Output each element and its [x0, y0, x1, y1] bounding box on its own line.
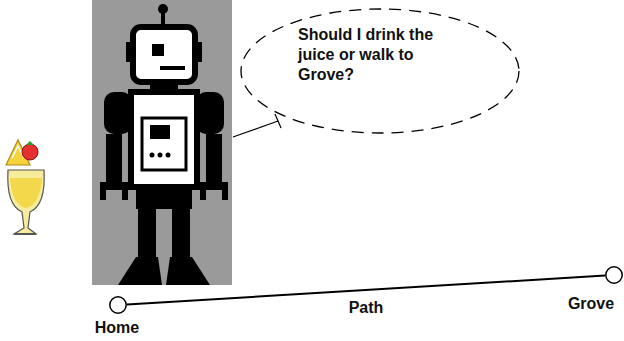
robot-head: [133, 27, 195, 82]
bubble-pointer: [233, 114, 281, 137]
node-outline: [109, 296, 127, 314]
strawberry: [22, 144, 38, 160]
robot-mouth: [160, 66, 185, 70]
juice-glass: [6, 140, 44, 234]
edge-label: Path: [349, 298, 384, 318]
robot-button: [158, 153, 163, 158]
glass-foot: [14, 233, 36, 235]
robot-panel: [142, 118, 186, 170]
antenna-tip: [158, 4, 168, 14]
robot: [92, 0, 232, 285]
robot-shoulder: [196, 92, 224, 134]
glass-body: [8, 170, 44, 234]
robot-ear: [194, 42, 202, 62]
bubble-text: Should I drink the juice or walk to Grov…: [298, 25, 463, 85]
leader-tick: [275, 114, 281, 128]
robot-leg: [138, 209, 156, 257]
point-circle: [110, 297, 126, 313]
robot-arm: [106, 134, 122, 182]
robot-button: [150, 153, 155, 158]
robot-background: [92, 0, 232, 285]
robot-body: [131, 92, 197, 187]
robot-foot: [166, 257, 210, 285]
robot-ear: [126, 42, 134, 62]
robot-button: [166, 153, 171, 158]
strawberry-leaf: [26, 141, 34, 145]
robot-shoulder: [104, 92, 132, 134]
robot-screen: [150, 125, 170, 139]
bubble-ellipse: [241, 9, 519, 133]
robot-eye: [152, 44, 164, 56]
robot-leg: [172, 209, 190, 257]
node-outline: [605, 266, 623, 284]
robot-foot: [118, 257, 162, 285]
robot-arm: [206, 134, 222, 182]
speech-bubble: Should I drink the juice or walk to Grov…: [240, 8, 520, 134]
robot-hips: [136, 187, 192, 209]
path-point: Home: [109, 296, 127, 314]
leader-line: [233, 121, 278, 137]
robot-claw: [200, 182, 228, 200]
robot-claw: [100, 182, 128, 200]
point-label: Home: [95, 318, 139, 338]
point-circle: [606, 267, 622, 283]
point-label: Grove: [568, 294, 614, 314]
path-point: Grove: [605, 266, 623, 284]
juice: [10, 178, 42, 208]
